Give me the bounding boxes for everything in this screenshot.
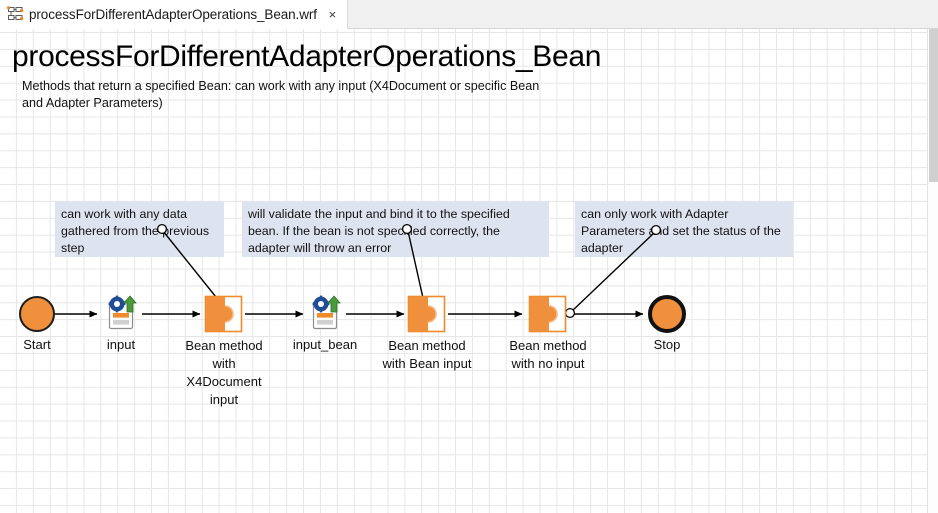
puzzle-piece-icon <box>527 295 569 333</box>
document-gear-icon <box>304 294 346 334</box>
close-icon[interactable]: × <box>328 6 337 22</box>
start-terminal-icon <box>19 296 55 332</box>
diagram-canvas[interactable]: processForDifferentAdapterOperations_Bea… <box>0 29 938 513</box>
node-label: Stop <box>653 337 681 352</box>
puzzle-piece-icon <box>203 295 245 333</box>
node-label: input_bean <box>292 337 358 352</box>
node-label: input <box>106 337 136 352</box>
document-gear-icon <box>100 294 142 334</box>
tab-process-for-different-adapter-operations-bean[interactable]: processForDifferentAdapterOperations_Bea… <box>0 0 348 29</box>
page-title: processForDifferentAdapterOperations_Bea… <box>12 40 602 73</box>
puzzle-piece-icon <box>406 295 448 333</box>
note-validate-bind[interactable]: will validate the input and bind it to t… <box>242 201 549 257</box>
tab-label: processForDifferentAdapterOperations_Bea… <box>29 6 317 22</box>
node-label: Bean method with no input <box>509 338 587 371</box>
vertical-scrollbar[interactable] <box>927 29 938 513</box>
note-adapter-parameters[interactable]: can only work with Adapter Parameters an… <box>575 201 793 257</box>
page-subtitle: Methods that return a specified Bean: ca… <box>22 79 540 110</box>
note-previous-step[interactable]: can work with any data gathered from the… <box>55 201 224 257</box>
node-label: Bean method with X4Document input <box>185 338 263 407</box>
workflow-diagram-icon <box>6 6 24 22</box>
node-label: Bean method with Bean input <box>382 338 472 371</box>
stop-terminal-icon <box>648 295 686 333</box>
connector-layer <box>52 223 662 319</box>
tab-bar: processForDifferentAdapterOperations_Bea… <box>0 0 938 29</box>
scrollbar-thumb[interactable] <box>929 29 938 182</box>
node-label: Start <box>23 337 51 352</box>
